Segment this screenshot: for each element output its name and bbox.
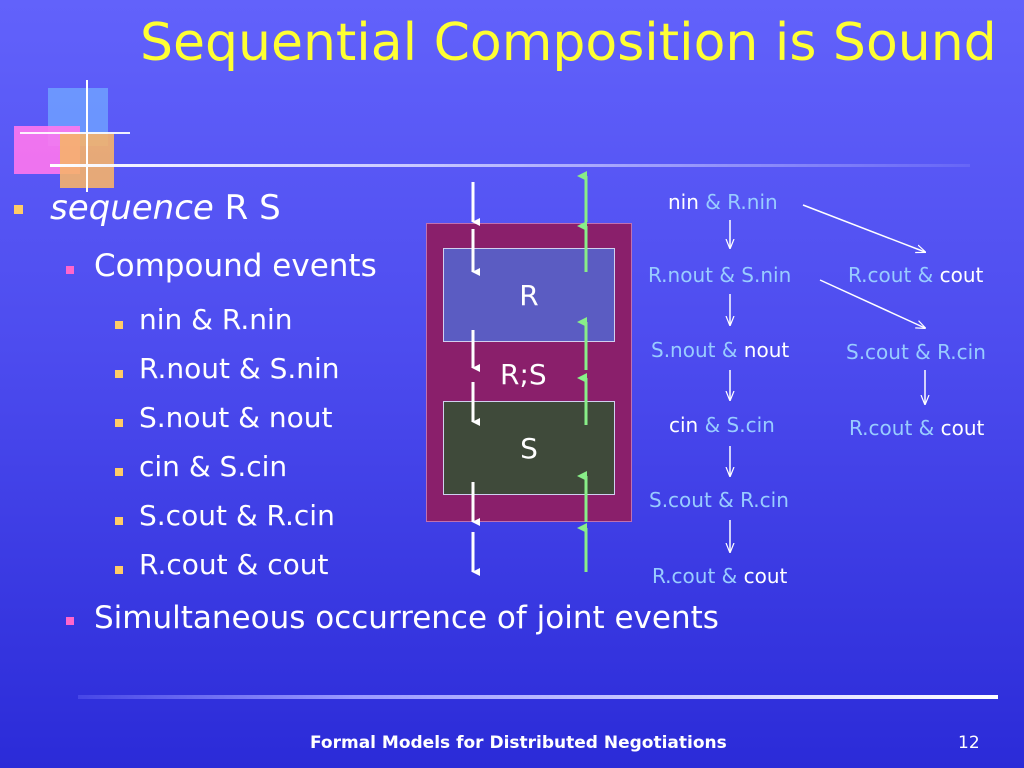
bullet-marker [115,370,123,378]
chain-arrow [819,279,925,328]
chain-event: R.cout & cout [652,564,788,588]
bullet-marker [115,517,123,525]
deco-horizontal-line [20,132,130,134]
event-item: cin & S.cin [139,450,288,483]
sequence-bullet: sequence R S [50,188,281,228]
event-item: S.cout & R.cin [139,499,335,532]
bullet-marker [115,566,123,574]
title-divider [50,164,970,167]
composite-rs-label: R;S [500,358,547,391]
deco-vertical-line [86,80,88,192]
footer-divider [78,695,998,699]
chain-event: S.nout & nout [651,338,790,362]
event-item: S.nout & nout [139,401,333,434]
sequence-args: R S [213,188,281,228]
event-item: nin & R.nin [139,303,293,336]
bullet-marker [115,321,123,329]
sequence-keyword: sequence [50,188,214,228]
bullet-marker [66,266,74,274]
simultaneous-bullet: Simultaneous occurrence of joint events [94,600,719,636]
chain-event: cin & S.cin [669,413,775,437]
chain-event: R.cout & cout [848,263,984,287]
chain-event: R.nout & S.nin [648,263,792,287]
chain-event: S.cout & R.cin [846,340,986,364]
bullet-marker [14,205,23,214]
page-number: 12 [958,733,980,753]
event-item: R.nout & S.nin [139,352,340,385]
chain-event: S.cout & R.cin [649,488,789,512]
bullet-marker [115,468,123,476]
chain-arrow [802,204,925,252]
chain-event: R.cout & cout [849,416,985,440]
footer-title: Formal Models for Distributed Negotiatio… [310,733,727,753]
chain-event: nin & R.nin [668,190,778,214]
slide-title: Sequential Composition is Sound [140,13,997,73]
bullet-marker [115,419,123,427]
bullet-marker [66,617,74,625]
event-item: R.cout & cout [139,548,329,581]
compound-events-bullet: Compound events [94,248,377,284]
